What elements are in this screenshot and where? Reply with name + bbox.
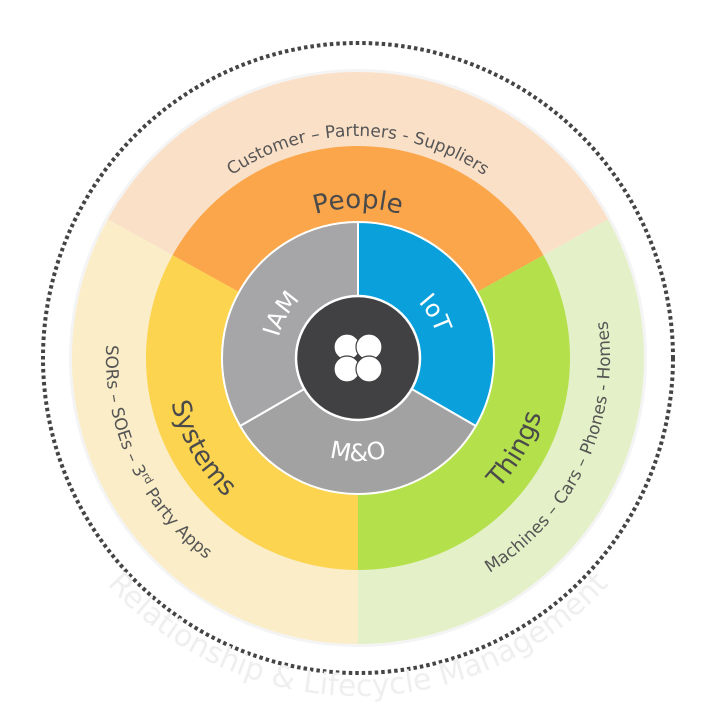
mo-label: M&O xyxy=(328,436,388,467)
center-circle xyxy=(294,294,422,422)
segment-mo xyxy=(238,356,478,495)
logo-petal xyxy=(355,355,383,383)
dotted-boundary-circle xyxy=(41,41,675,675)
four-petal-logo-icon xyxy=(333,333,383,383)
